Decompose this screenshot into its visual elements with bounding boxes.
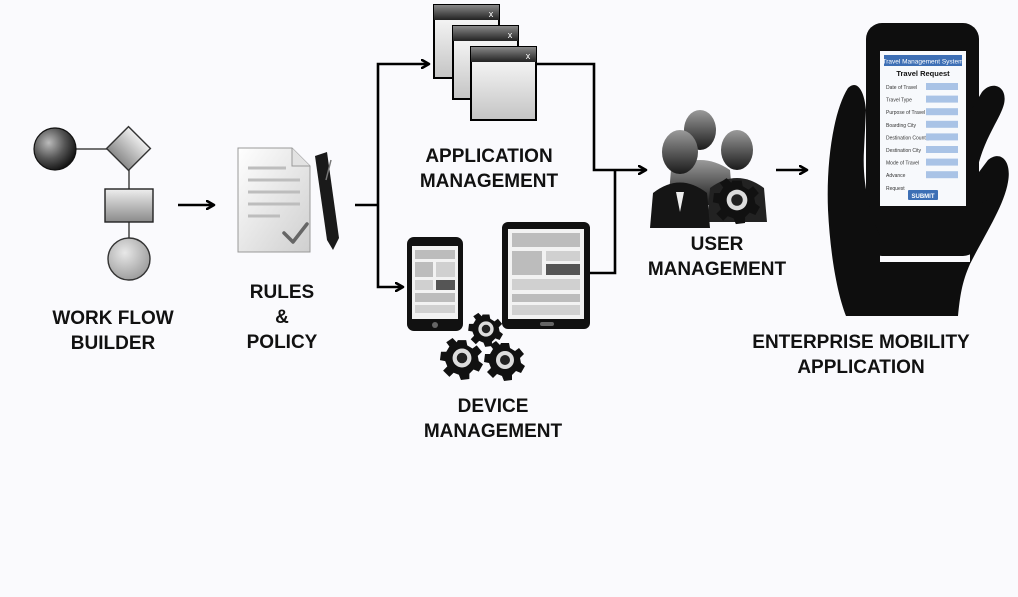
- phone-field-input: [926, 95, 958, 103]
- window-front: x: [470, 46, 537, 121]
- phone-field-label: Destination City: [886, 148, 922, 154]
- phone-field-input: [926, 83, 958, 90]
- label-line: MANAGEMENT: [419, 171, 559, 192]
- phone-field-label: Boarding City: [886, 123, 917, 129]
- phone-header: Travel Management System: [882, 59, 963, 66]
- phone-field-label: Request: [886, 186, 905, 192]
- phone-field-label: Date of Travel: [886, 85, 917, 91]
- document-pen-icon: [237, 147, 339, 253]
- application-management-label: APPLICATION MANAGEMENT: [399, 144, 579, 194]
- phone-field-label: Destination Country: [886, 135, 930, 141]
- label-line: BUILDER: [70, 333, 156, 354]
- label-line: RULES: [249, 282, 315, 303]
- label-line: WORK FLOW: [52, 308, 174, 329]
- label-line: POLICY: [246, 332, 318, 353]
- rules-policy-label: RULES & POLICY: [222, 280, 342, 355]
- phone-field-input: [926, 146, 958, 153]
- label-line: APPLICATION: [425, 146, 553, 167]
- users-gear-icon: [650, 110, 767, 228]
- label-line: ENTERPRISE MOBILITY: [752, 332, 970, 353]
- merge-connector: [536, 62, 645, 275]
- label-line: &: [275, 307, 289, 328]
- devices-gears-icon: [407, 222, 590, 381]
- phone-field-label: Mode of Travel: [886, 161, 919, 167]
- phone-field-input: [926, 171, 958, 179]
- mobile-device: [407, 237, 463, 331]
- phone-title: Travel Request: [896, 69, 950, 78]
- branch-connector: [355, 64, 428, 287]
- phone-field-input: [926, 120, 958, 128]
- phone-field-input: [926, 133, 958, 141]
- phone-field-input: [926, 108, 958, 116]
- label-line: MANAGEMENT: [423, 421, 563, 442]
- svg-text:x: x: [508, 30, 513, 40]
- workflow-builder-label: WORK FLOW BUILDER: [32, 306, 194, 356]
- svg-text:x: x: [489, 9, 494, 19]
- phone-field-input: [926, 158, 958, 166]
- workflow-diagram-icon: [33, 125, 154, 281]
- stacked-windows-icon: x x x: [433, 4, 537, 121]
- phone-field-label: Advance: [886, 173, 906, 179]
- label-line: DEVICE: [457, 396, 529, 417]
- svg-text:x: x: [526, 51, 531, 61]
- device-management-label: DEVICE MANAGEMENT: [403, 394, 583, 444]
- person-front: [650, 130, 710, 228]
- hand: [827, 84, 1009, 317]
- label-line: APPLICATION: [797, 357, 925, 378]
- phone-submit: SUBMIT: [912, 194, 935, 200]
- enterprise-mobility-label: ENTERPRISE MOBILITY APPLICATION: [731, 330, 991, 380]
- user-management-label: USER MANAGEMENT: [627, 232, 807, 282]
- hand-phone-icon: Travel Management System Travel Request …: [827, 23, 1009, 317]
- tablet-device: [502, 222, 590, 329]
- label-line: USER: [690, 234, 744, 255]
- phone-field-label: Travel Type: [886, 98, 912, 104]
- phone-field-label: Purpose of Travel: [886, 110, 925, 116]
- label-line: MANAGEMENT: [647, 259, 787, 280]
